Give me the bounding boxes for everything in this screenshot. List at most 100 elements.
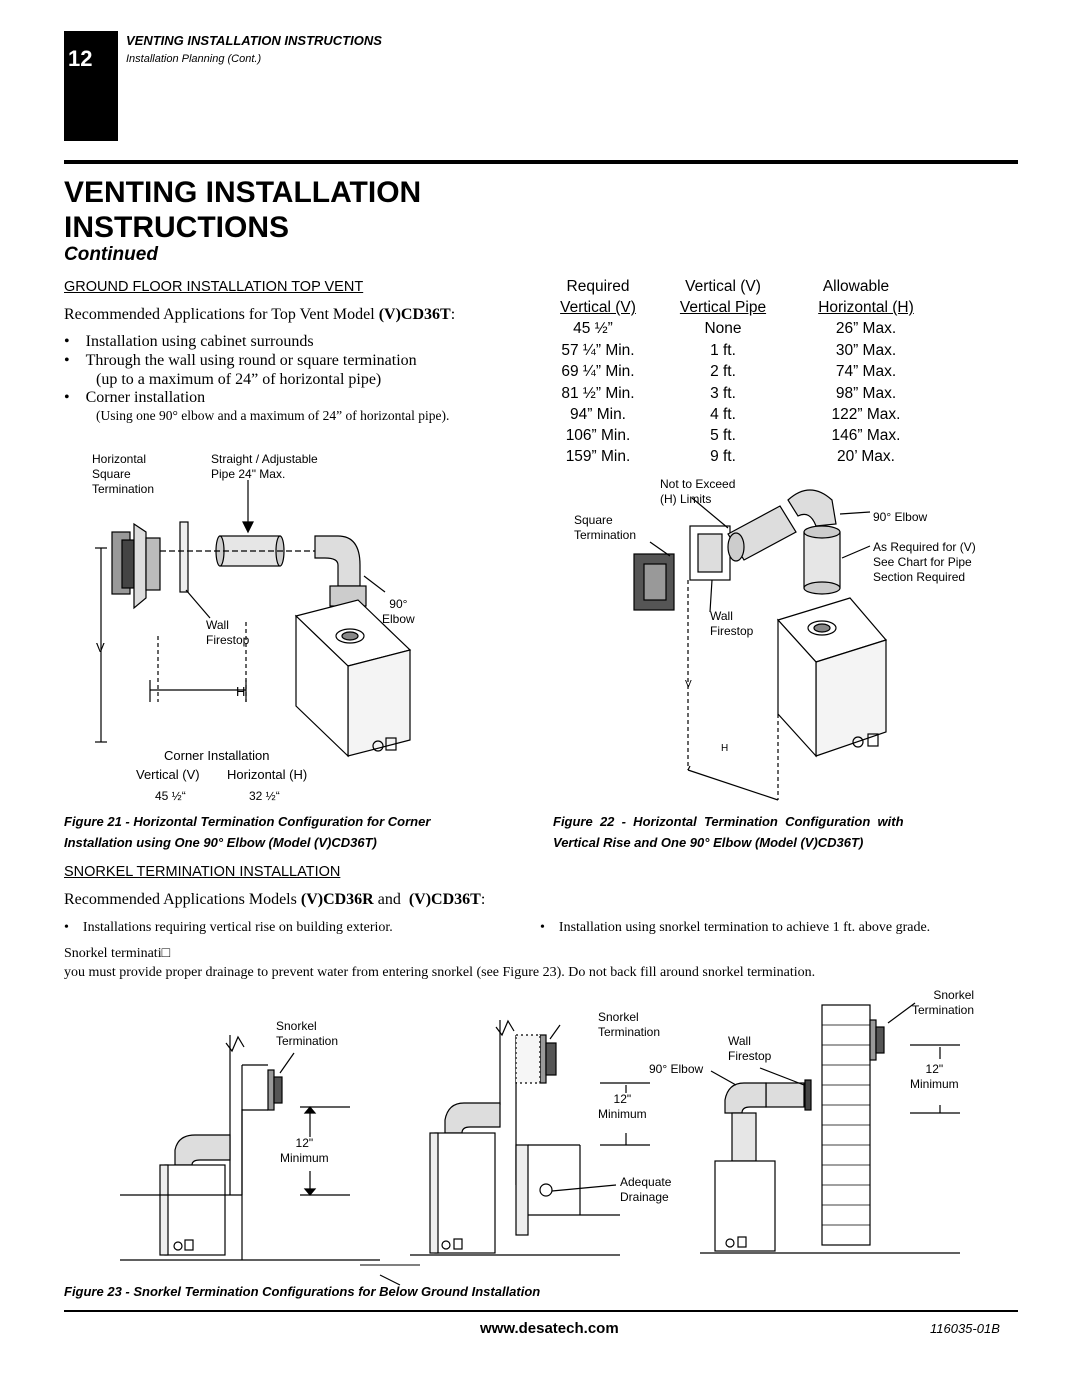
fig23-label-line: Minimum (598, 1107, 647, 1121)
table-cell: 30” Max. (835, 342, 897, 359)
bullet-2-note: (up to a maximum of 24” of horizontal pi… (96, 371, 382, 388)
footer-rule (64, 1310, 1018, 1312)
fig22-label-line: Not to Exceed (660, 477, 736, 491)
table-cell: 5 ft. (710, 427, 736, 444)
figure21-caption-line1: Figure 21 - Horizontal Termination Confi… (64, 814, 431, 829)
snorkel-bullet-1-text: Installations requiring vertical rise on… (82, 920, 393, 935)
corner-val-vertical: 45 ½“ (155, 789, 186, 803)
fig23-label-snorkel-1: Snorkel Termination (276, 1019, 338, 1049)
fig23-label-line: 12" (613, 1092, 632, 1106)
fig23-label-line: Firestop (728, 1049, 772, 1063)
fig21-label-line: Horizontal (92, 452, 147, 466)
fig22-label-v: V (685, 679, 692, 690)
snorkel-bullet-1: • Installations requiring vertical rise … (64, 920, 393, 935)
footer-url[interactable]: www.desatech.com (480, 1320, 619, 1337)
table-header-allowable-2: Horizontal (H) (818, 299, 914, 316)
table-cell: 146” Max. (831, 427, 901, 444)
continued-label: Continued (64, 244, 158, 265)
ground-floor-intro: Recommended Applications for Top Vent Mo… (64, 306, 455, 324)
fig23-label-snorkel-3: Snorkel Termination (912, 988, 974, 1018)
fig23-label-line: 12" (925, 1062, 944, 1076)
table-cell: 20’ Max. (836, 448, 895, 465)
table-header-allowable: Allowable (822, 278, 890, 295)
fig23-label-line: Snorkel (276, 1019, 317, 1033)
intro-model: (V)CD36T (378, 306, 451, 323)
bullet-1: • Installation using cabinet surrounds (64, 333, 314, 350)
fig21-label-line: Firestop (206, 633, 250, 647)
corner-col-horizontal: Horizontal (H) (227, 767, 308, 782)
intro-suffix: : (450, 306, 456, 323)
fig23-label-line: Snorkel (598, 1010, 639, 1024)
snorkel-bullet-2-text: Installation using snorkel termination t… (558, 920, 931, 935)
fig21-label-line: Elbow (382, 612, 415, 626)
table-header-required-2: Vertical (V) (560, 299, 636, 316)
snorkel-bullet-2: • Installation using snorkel termination… (540, 920, 931, 935)
fig21-label-line: 90° (389, 597, 408, 611)
bullet-1-text: Installation using cabinet surrounds (85, 333, 314, 350)
table-cell: 9 ft. (710, 448, 736, 465)
bullet-3-text: Corner installation (85, 389, 206, 406)
page-number-tab (64, 31, 118, 141)
fig21-label-straight-pipe: Straight / Adjustable Pipe 24" Max. (211, 452, 318, 482)
fig23-label-min-2: 12" Minimum (598, 1092, 647, 1122)
fig22-label-line: Wall (710, 609, 733, 623)
page-title: VENTING INSTALLATION INSTRUCTIONS (64, 175, 484, 245)
fig22-label-square-termination: Square Termination (574, 513, 636, 543)
section-title: VENTING INSTALLATION INSTRUCTIONS (126, 33, 382, 48)
figure22-diagram (633, 489, 888, 801)
fig23-label-line: Drainage (620, 1190, 669, 1204)
fig21-label-horizontal-termination: Horizontal Square Termination (92, 452, 154, 497)
corner-col-vertical: Vertical (V) (136, 767, 200, 782)
fig22-label-h: H (721, 743, 729, 754)
fig21-label-v: V (96, 640, 105, 655)
fig22-label-line: Square (574, 513, 613, 527)
fig23-label-elbow: 90° Elbow (649, 1062, 704, 1076)
fig21-label-line: Termination (92, 482, 155, 496)
fig23-label-drainage: Adequate Drainage (620, 1175, 671, 1205)
table-cell: 26” Max. (835, 320, 897, 337)
fig22-label-line: As Required for (V) (873, 540, 976, 554)
fig21-label-line: Square (92, 467, 131, 481)
table-cell: 122” Max. (831, 406, 901, 423)
table-cell: 45 ½” (573, 320, 613, 337)
figure22-caption-line1: Figure 22 - Horizontal Termination Confi… (553, 814, 904, 829)
fig21-label-line: Wall (206, 618, 229, 632)
table-cell: 57 ¼” Min. (561, 342, 635, 359)
fig23-label-line: Termination (276, 1034, 339, 1048)
fig22-label-line: Termination (574, 528, 637, 542)
fig22-label-not-exceed: Not to Exceed (H) Limits (660, 477, 735, 507)
fig22-label-elbow: 90° Elbow (873, 510, 928, 524)
snorkel-and: and (373, 891, 409, 908)
section-subtitle: Installation Planning (Cont.) (126, 53, 262, 65)
table-cell: 69 ¼” Min. (561, 363, 635, 380)
fig22-label-wall-firestop: Wall Firestop (710, 609, 753, 639)
bullet-2: • Through the wall using round or square… (64, 352, 417, 369)
fig22-label-line: (H) Limits (660, 492, 712, 506)
fig23-label-line: Wall (728, 1034, 751, 1048)
figure22-caption-line2: Vertical Rise and One 90° Elbow (Model (… (553, 835, 864, 850)
fig23-label-line: Termination (598, 1025, 661, 1039)
snorkel-model1: (V)CD36R (300, 891, 374, 908)
fig22-label-as-required: As Required for (V) See Chart for Pipe S… (873, 540, 976, 585)
corner-val-horizontal: 32 ½“ (249, 789, 280, 803)
snorkel-model2: (V)CD36T (408, 891, 481, 908)
figure23-diagram (120, 1002, 960, 1286)
table-cell: 3 ft. (710, 385, 736, 402)
figure21-diagram (95, 480, 412, 758)
table-cell: 74” Max. (835, 363, 897, 380)
table-header-required: Required (566, 278, 630, 295)
fig21-label-h: H (236, 684, 246, 699)
snorkel-para-line1: Snorkel terminati□ (64, 946, 171, 961)
figure22-caption: Figure 22 - Horizontal Termination Confi… (553, 811, 1018, 853)
table-cell: 2 ft. (710, 363, 736, 380)
fig21-label-wall-firestop: Wall Firestop (206, 618, 249, 648)
bullet-3: • Corner installation (64, 389, 206, 406)
table-cell: 98” Max. (835, 385, 897, 402)
fig21-label-line: Straight / Adjustable (211, 452, 318, 466)
figure23-caption: Figure 23 - Snorkel Termination Configur… (64, 1284, 541, 1299)
header-rule (64, 160, 1018, 164)
intro-prefix: Recommended Applications for Top Vent Mo… (64, 306, 379, 323)
page-title-line1: VENTING INSTALLATION (64, 176, 422, 209)
fig23-label-line: Minimum (280, 1151, 329, 1165)
fig23-label-line: Minimum (910, 1077, 959, 1091)
